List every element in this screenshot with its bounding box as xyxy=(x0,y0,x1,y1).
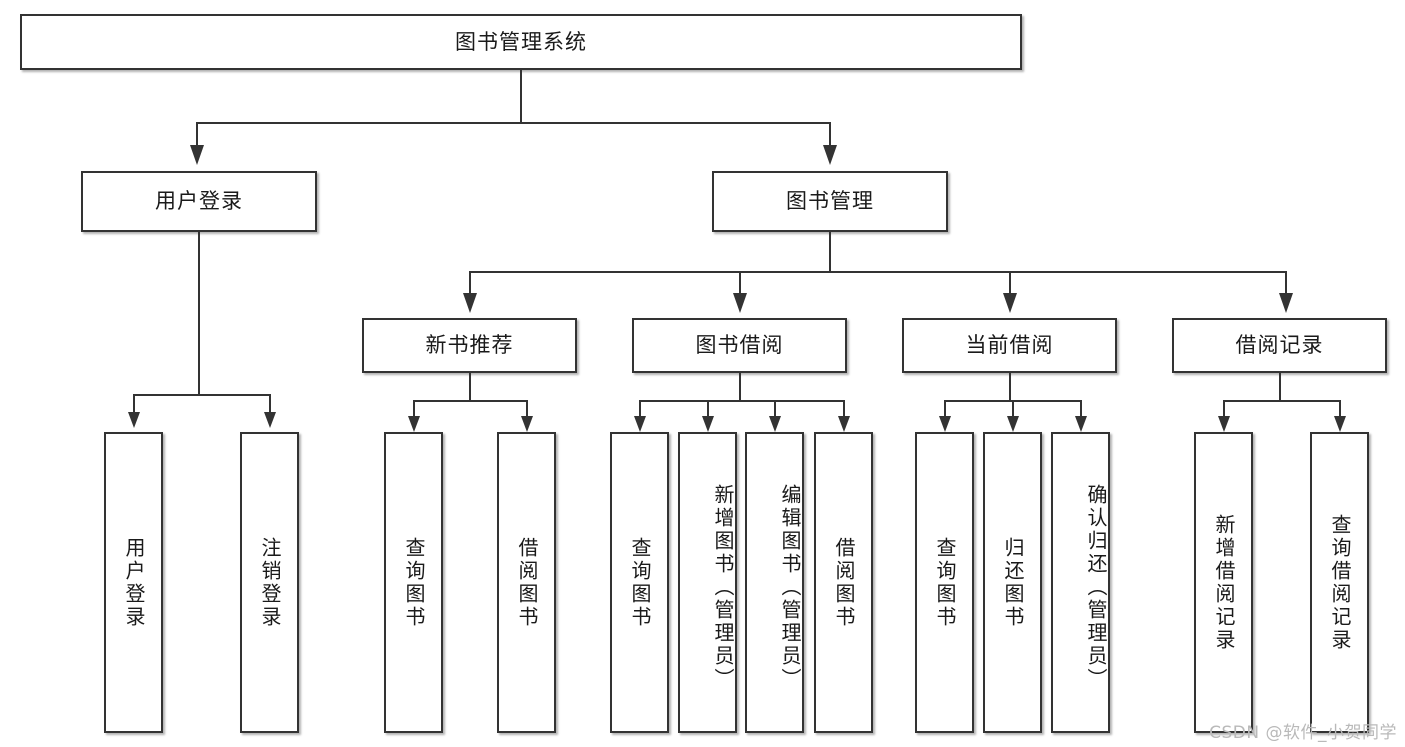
node-current-borrow[interactable]: 当前借阅 xyxy=(902,318,1117,373)
arrow-bm-to-borrow-record xyxy=(1279,293,1293,313)
connector-root-bus xyxy=(196,122,830,124)
leaf-borrow-record-1-label: 新增借阅记录 xyxy=(1212,513,1236,652)
leaf-borrow-record-2[interactable]: 查询借阅记录 xyxy=(1310,432,1369,733)
arrow-nbr-leaf-2 xyxy=(521,416,533,432)
leaf-borrow-record-2-label: 查询借阅记录 xyxy=(1328,513,1352,652)
leaf-current-borrow-1-label: 查询图书 xyxy=(933,536,957,629)
connector-nbr-bus xyxy=(413,400,526,402)
leaf-borrow-record-1[interactable]: 新增借阅记录 xyxy=(1194,432,1253,733)
node-user-login-label: 用户登录 xyxy=(155,189,243,214)
connector-root-to-user-login xyxy=(196,122,198,148)
node-current-borrow-label: 当前借阅 xyxy=(965,333,1054,358)
arrow-bm-to-new-book xyxy=(463,293,477,313)
leaf-user-login-2-label: 注销登录 xyxy=(258,536,282,629)
leaf-new-book-2-label: 借阅图书 xyxy=(515,536,539,629)
leaf-book-borrow-2[interactable]: 新增图书（管理员） xyxy=(678,432,737,733)
connector-book-manage-bus xyxy=(469,271,1286,273)
arrow-bb-leaf-1 xyxy=(634,416,646,432)
arrow-cb-leaf-2 xyxy=(1007,416,1019,432)
connector-nbr-drop-1 xyxy=(413,400,415,418)
connector-cb-stem xyxy=(1009,373,1011,401)
arrow-nbr-leaf-1 xyxy=(408,416,420,432)
leaf-book-borrow-1[interactable]: 查询图书 xyxy=(610,432,669,733)
connector-br-bus xyxy=(1223,400,1339,402)
node-root[interactable]: 图书管理系统 xyxy=(20,14,1022,70)
arrow-bb-leaf-3 xyxy=(769,416,781,432)
leaf-current-borrow-1[interactable]: 查询图书 xyxy=(915,432,974,733)
connector-bb-bus xyxy=(639,400,843,402)
connector-bm-drop-2 xyxy=(739,271,741,295)
node-book-borrow[interactable]: 图书借阅 xyxy=(632,318,847,373)
connector-user-login-drop-1 xyxy=(133,394,135,414)
arrow-bb-leaf-4 xyxy=(838,416,850,432)
leaf-user-login-1-label: 用户登录 xyxy=(122,536,146,629)
connector-user-login-stem xyxy=(198,232,200,395)
connector-root-to-book-manage xyxy=(829,122,831,148)
leaf-book-borrow-3[interactable]: 编辑图书（管理员） xyxy=(745,432,804,733)
leaf-book-borrow-4[interactable]: 借阅图书 xyxy=(814,432,873,733)
node-borrow-record[interactable]: 借阅记录 xyxy=(1172,318,1387,373)
leaf-book-borrow-2-label: 新增图书（管理员） xyxy=(711,484,735,691)
arrow-user-login-leaf-1 xyxy=(128,412,140,428)
arrow-root-to-book-manage xyxy=(823,145,837,165)
node-book-manage[interactable]: 图书管理 xyxy=(712,171,948,232)
connector-nbr-drop-2 xyxy=(526,400,528,418)
connector-br-drop-2 xyxy=(1339,400,1341,418)
node-user-login[interactable]: 用户登录 xyxy=(81,171,317,232)
arrow-user-login-leaf-2 xyxy=(264,412,276,428)
arrow-bm-to-current-borrow xyxy=(1003,293,1017,313)
leaf-book-borrow-4-label: 借阅图书 xyxy=(832,536,856,629)
connector-nbr-stem xyxy=(469,373,471,401)
arrow-bb-leaf-2 xyxy=(702,416,714,432)
leaf-user-login-1[interactable]: 用户登录 xyxy=(104,432,163,733)
connector-book-manage-stem xyxy=(829,232,831,272)
arrow-br-leaf-1 xyxy=(1218,416,1230,432)
connector-bb-drop-2 xyxy=(707,400,709,418)
node-book-manage-label: 图书管理 xyxy=(786,189,874,214)
arrow-cb-leaf-3 xyxy=(1075,416,1087,432)
arrow-cb-leaf-1 xyxy=(939,416,951,432)
connector-user-login-bus xyxy=(133,394,269,396)
node-root-label: 图书管理系统 xyxy=(455,29,587,54)
leaf-current-borrow-2[interactable]: 归还图书 xyxy=(983,432,1042,733)
leaf-new-book-2[interactable]: 借阅图书 xyxy=(497,432,556,733)
connector-bb-drop-1 xyxy=(639,400,641,418)
arrow-bm-to-book-borrow xyxy=(733,293,747,313)
leaf-book-borrow-3-label: 编辑图书（管理员） xyxy=(778,484,802,691)
connector-bb-stem xyxy=(739,373,741,401)
leaf-current-borrow-2-label: 归还图书 xyxy=(1001,536,1025,629)
node-book-borrow-label: 图书借阅 xyxy=(695,333,784,358)
node-new-book-recommend[interactable]: 新书推荐 xyxy=(362,318,577,373)
arrow-br-leaf-2 xyxy=(1334,416,1346,432)
connector-bm-drop-1 xyxy=(469,271,471,295)
node-borrow-record-label: 借阅记录 xyxy=(1235,333,1324,358)
leaf-new-book-1-label: 查询图书 xyxy=(402,536,426,629)
leaf-user-login-2[interactable]: 注销登录 xyxy=(240,432,299,733)
leaf-book-borrow-1-label: 查询图书 xyxy=(628,536,652,629)
connector-user-login-drop-2 xyxy=(269,394,271,414)
leaf-new-book-1[interactable]: 查询图书 xyxy=(384,432,443,733)
connector-bb-drop-3 xyxy=(774,400,776,418)
arrow-root-to-user-login xyxy=(190,145,204,165)
connector-cb-drop-3 xyxy=(1080,400,1082,418)
connector-cb-drop-1 xyxy=(944,400,946,418)
connector-cb-drop-2 xyxy=(1012,400,1014,418)
connector-root-stem xyxy=(520,70,522,123)
leaf-current-borrow-3-label: 确认归还（管理员） xyxy=(1084,484,1108,691)
connector-bm-drop-3 xyxy=(1009,271,1011,295)
leaf-current-borrow-3[interactable]: 确认归还（管理员） xyxy=(1051,432,1110,733)
node-new-book-recommend-label: 新书推荐 xyxy=(425,333,514,358)
connector-bb-drop-4 xyxy=(843,400,845,418)
connector-br-stem xyxy=(1279,373,1281,401)
connector-br-drop-1 xyxy=(1223,400,1225,418)
connector-bm-drop-4 xyxy=(1285,271,1287,295)
